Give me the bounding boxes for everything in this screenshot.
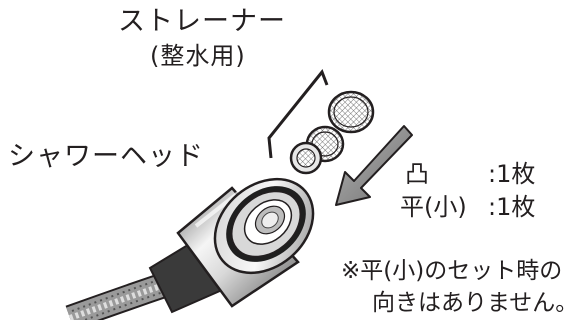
note-line-1: ※平(小)のセット時の: [341, 258, 563, 284]
note-line-2: 向きはありません。: [372, 290, 579, 316]
shower-head-drawing: [148, 177, 315, 314]
part-flat-name: 平(小): [400, 193, 467, 221]
strainer-convex: [327, 90, 375, 134]
insert-arrow-icon: [335, 125, 413, 206]
strainer-bracket: [267, 69, 329, 159]
strainer-title: ストレーナー: [118, 6, 286, 37]
strainer-subtitle: (整水用): [150, 42, 246, 70]
strainer-flat-ring: [289, 141, 323, 175]
part-convex-count: :1枚: [488, 160, 536, 188]
part-flat-count: :1枚: [488, 193, 536, 221]
shower-head-label: シャワーヘッド: [8, 141, 204, 172]
part-convex-name: 凸: [405, 160, 429, 188]
